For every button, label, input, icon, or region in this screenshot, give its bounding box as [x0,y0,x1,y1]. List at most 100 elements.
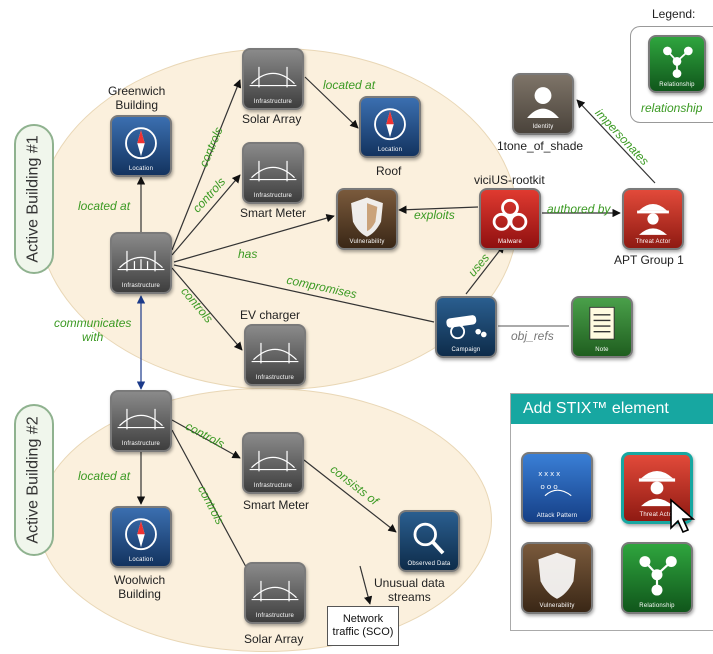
edge-located-at-roof [304,76,359,129]
icon-caption: Infrastructure [121,283,161,289]
bridge-icon [251,580,299,602]
actor-name-label: APT Group 1 [614,253,684,267]
infrastructure-node-solar-1[interactable]: Infrastructure [242,48,304,110]
edge-uses [465,244,505,295]
edge-label-located-at-roof: located at [323,78,376,92]
woolwich-label: Woolwich Building [114,573,166,601]
location-node-woolwich[interactable]: Location [110,506,172,568]
icon-caption: Location [128,166,154,172]
magnifier-icon [413,522,445,555]
palette-vulnerability[interactable]: Vulnerability [521,542,593,614]
malware-name-label: viciUS-rootkit [474,173,545,187]
identity-node[interactable]: Identity [512,73,574,135]
edge-impersonates [576,99,656,184]
network-icon [639,556,677,596]
edge-has [173,214,335,263]
campaign-node[interactable]: Campaign [435,296,497,358]
notepad-icon [589,306,615,340]
icon-caption: Threat Actor [635,239,671,245]
legend-relationship-icon: Relationship [648,35,706,93]
icon-caption: Identity [532,124,554,130]
note-node[interactable]: Note [571,296,633,358]
edge-exploits [398,205,479,214]
location-node-roof[interactable]: Location [359,96,421,158]
building-1-label: Active Building #1 [14,124,54,274]
edge-label-communicates: communicates with [54,316,132,344]
bridge-icon [249,450,297,472]
hacker-icon [638,470,676,507]
solar-array-1-label: Solar Array [242,112,302,126]
biohazard-icon [492,198,528,231]
cursor-icon [670,498,696,534]
svg-text:o o o: o o o [541,482,558,491]
edge-controls-solar [171,79,242,251]
edge-label-obj-refs: obj_refs [511,329,554,343]
greenwich-label: Greenwich Building [108,84,166,112]
bridge-icon [249,66,297,88]
palette-title: Add STIX™ element [511,394,713,424]
edge-controls-ev [171,267,243,351]
edge-controls-meter-2 [171,419,241,459]
edge-compromises [173,264,435,323]
hacker-icon [637,204,669,235]
edge-label-has: has [238,247,258,261]
network-traffic-box: Network traffic (SCO) [327,606,399,646]
icon-caption: Threat Actor [639,512,675,518]
roof-label: Roof [376,164,402,178]
svg-text:x x x x: x x x x [538,469,560,478]
edge-label-located-at-2: located at [78,469,131,483]
palette-relationship[interactable]: Relationship [621,542,693,614]
infrastructure-node-solar-2[interactable]: Infrastructure [244,562,306,624]
infrastructure-node-main-1[interactable]: Infrastructure [110,232,172,294]
icon-caption: Infrastructure [121,441,161,447]
edge-controls-solar-2 [171,429,253,579]
edge-consists-of [303,459,397,533]
location-node-greenwich[interactable]: Location [110,115,172,177]
compass-icon [125,127,157,160]
play-diagram-icon: x x x x o o o [538,469,572,497]
infrastructure-node-meter-2[interactable]: Infrastructure [242,432,304,494]
edge-controls-meter [171,174,241,256]
legend-box: Relationship relationship [630,26,713,123]
threat-actor-node[interactable]: Threat Actor [622,188,684,250]
infrastructure-node-ev[interactable]: Infrastructure [244,324,306,386]
malware-node[interactable]: Malware [479,188,541,250]
icon-caption: Observed Data [407,561,451,567]
vulnerability-node[interactable]: Vulnerability [336,188,398,250]
bridge-icon [117,250,165,272]
smart-meter-1-label: Smart Meter [240,206,307,220]
edge-label-located-at-1: located at [78,199,131,213]
bridge-icon [249,160,297,182]
icon-caption: Infrastructure [255,375,295,381]
shield-icon [351,197,383,237]
icon-caption: Infrastructure [253,483,293,489]
observed-data-node[interactable]: Observed Data [398,510,460,572]
icon-caption: Infrastructure [253,193,293,199]
bridge-icon [251,342,299,364]
compass-icon [125,518,157,551]
infrastructure-node-main-2[interactable]: Infrastructure [110,390,172,452]
network-icon [663,46,693,78]
unusual-data-label: Unusual data streams [374,576,445,604]
icon-caption: Location [128,557,154,563]
icon-caption: Relationship [639,603,675,609]
icon-caption: Infrastructure [255,613,295,619]
cannon-icon [446,315,487,340]
icon-caption: Infrastructure [253,99,293,105]
shield-icon [538,552,576,599]
legend-title: Legend: [652,7,696,21]
icon-caption: Location [377,147,403,153]
solar-array-2-label: Solar Array [244,632,304,646]
compass-icon [374,108,406,141]
palette-threat-actor[interactable]: Threat Actor [621,452,693,524]
edge-label-exploits: exploits [414,208,455,222]
person-icon [527,87,559,119]
ev-charger-label: EV charger [240,308,301,322]
building-2-label: Active Building #2 [14,404,54,556]
edge-to-network [359,565,373,605]
infrastructure-node-meter-1[interactable]: Infrastructure [242,142,304,204]
